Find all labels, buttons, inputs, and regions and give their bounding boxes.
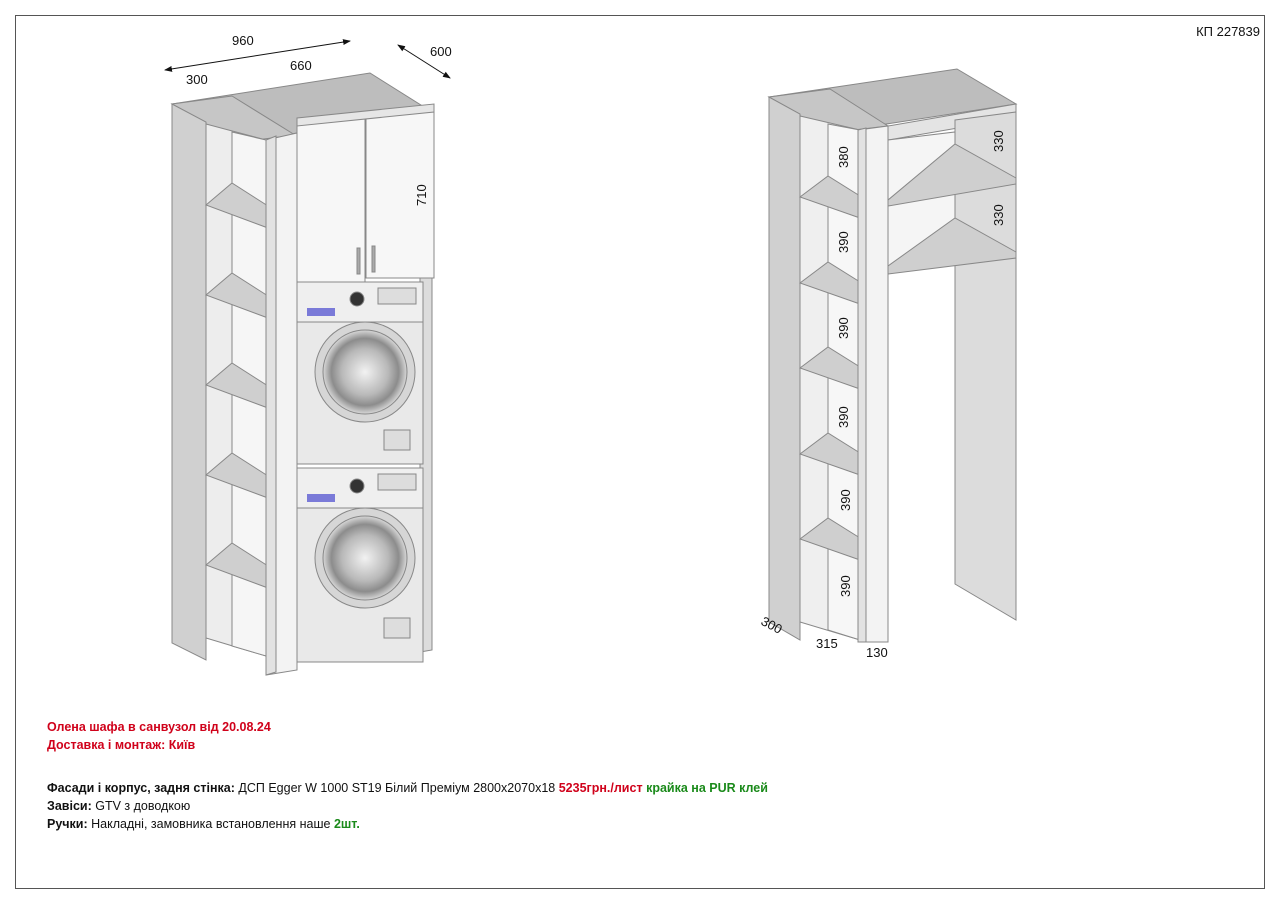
spec-facades-price: 5235грн./лист [558,781,643,795]
shelf-dim-3: 390 [836,317,851,339]
spec-handles-count: 2шт. [333,817,360,831]
shelf-dim-5: 390 [838,489,853,511]
right-shelf-upper [887,143,1017,207]
left-view [170,72,435,676]
shelf-dim-6: 390 [838,575,853,597]
right-shelf-dim-2: 330 [991,204,1006,226]
document-code: КП 227839 [1196,24,1260,39]
washing-machine-top [296,281,424,465]
right-shelf-lower [887,217,1017,275]
spec-handles-value: Накладні, замовника встановлення наше [91,817,331,831]
shelf-dim-4: 390 [836,406,851,428]
spec-handles-label: Ручки: [47,817,88,831]
washing-machine-bottom [296,467,424,663]
handle-right-icon [371,245,376,273]
spec-handles: Ручки: Накладні, замовника встановлення … [47,817,360,831]
spec-hinges-label: Завіси: [47,799,92,813]
order-title: Олена шафа в санвузол від 20.08.24 [47,720,271,734]
right-view [767,68,1018,643]
left-dimensions [164,39,451,79]
spec-facades: Фасади і корпус, задня стінка: ДСП Egger… [47,781,768,795]
drawing-frame [15,15,1265,889]
dim-depth: 600 [430,44,452,59]
right-shelf-dim-1: 330 [991,130,1006,152]
handle-left-icon [356,247,361,275]
cabinet-door-left [296,117,366,291]
spec-hinges-value: GTV з доводкою [95,799,191,813]
cabinet-door-right [365,111,435,279]
shelf-dim-1: 380 [836,146,851,168]
dim-cabinet-width: 660 [290,58,312,73]
spec-hinges: Завіси: GTV з доводкою [47,799,190,813]
left-side-panel [171,103,207,661]
left-shelves [205,182,269,589]
spec-facades-edge: крайка на PUR клей [646,781,768,795]
dim-shelf-width: 300 [186,72,208,87]
bottom-dim-315: 315 [816,636,838,651]
spec-facades-value: ДСП Egger W 1000 ST19 Білий Преміум 2800… [238,781,556,795]
delivery-note: Доставка і монтаж: Київ [47,738,196,752]
dim-total-width: 960 [232,33,254,48]
dim-cabinet-height: 710 [414,184,429,206]
spec-facades-label: Фасади і корпус, задня стінка: [47,781,235,795]
bottom-dim-130: 130 [866,645,888,660]
shelf-dim-2: 390 [836,231,851,253]
